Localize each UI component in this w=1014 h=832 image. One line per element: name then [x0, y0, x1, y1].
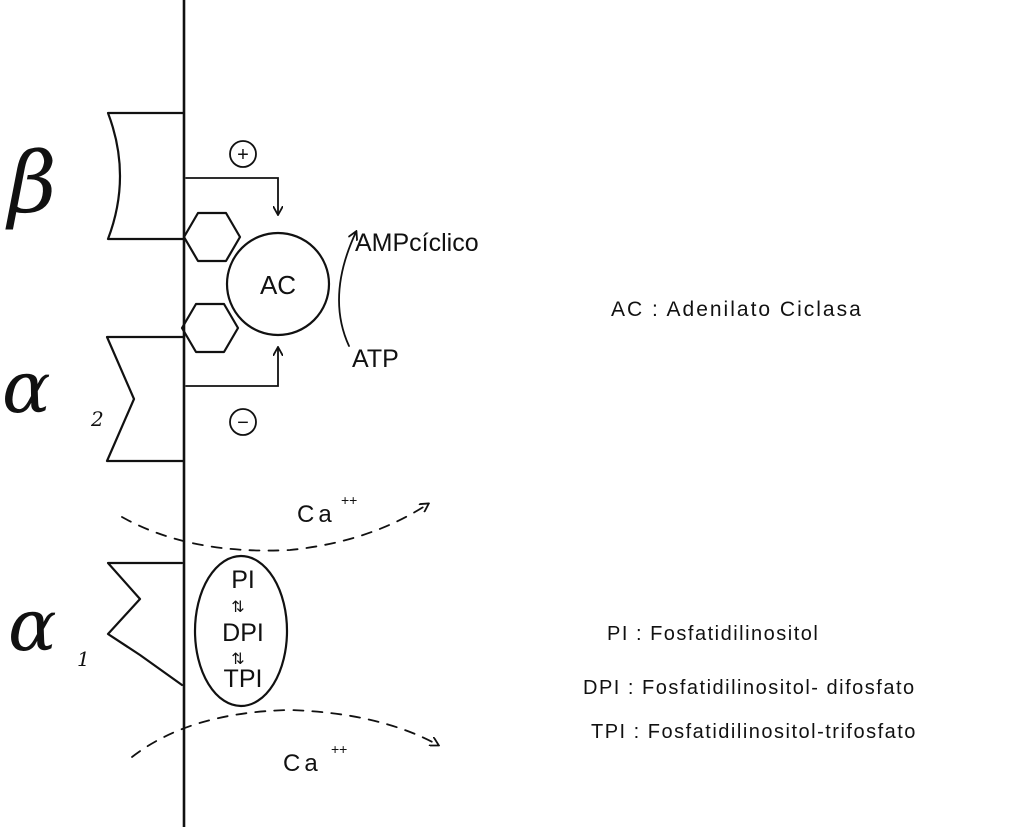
beta-label: β	[5, 134, 57, 232]
stimulation-arrow	[186, 178, 278, 214]
adenylate-cyclase-label: AC	[260, 270, 296, 300]
gi-protein-hexagon	[182, 304, 238, 352]
calcium-flux-top-arrow	[122, 504, 428, 551]
plus-sign: +	[237, 144, 249, 166]
dpi-label: DPI	[222, 619, 264, 647]
alpha2-subscript: 2	[90, 407, 104, 431]
pi-dpi-equilibrium-arrows: ⇅	[231, 599, 244, 616]
camp-label: AMPcíclico	[355, 229, 479, 257]
legend-tpi: TPI : Fosfatidilinositol-trifosfato	[591, 721, 917, 743]
calcium-top-charge: ++	[341, 492, 357, 508]
legend-dpi: DPI : Fosfatidilinositol- difosfato	[583, 677, 916, 699]
calcium-bottom-charge: ++	[331, 741, 347, 757]
tpi-label: TPI	[224, 665, 263, 693]
atp-to-camp-arrow	[339, 232, 356, 346]
legend-ac: AC : Adenilato Ciclasa	[611, 298, 863, 321]
alpha2-receptor	[107, 337, 183, 461]
calcium-top-label: Ca	[297, 501, 336, 528]
calcium-bottom-label: Ca	[283, 750, 322, 777]
alpha2-symbol: α	[2, 345, 51, 429]
minus-sign: −	[237, 412, 249, 434]
atp-label: ATP	[352, 345, 399, 373]
legend-pi: PI : Fosfatidilinositol	[607, 623, 819, 645]
gs-protein-hexagon	[184, 213, 240, 261]
alpha1-subscript: 1	[77, 647, 90, 671]
alpha1-symbol: α	[8, 583, 57, 667]
inhibition-arrow	[186, 348, 278, 386]
beta-receptor	[108, 113, 183, 239]
alpha1-receptor	[108, 563, 182, 685]
pi-label: PI	[231, 566, 255, 594]
